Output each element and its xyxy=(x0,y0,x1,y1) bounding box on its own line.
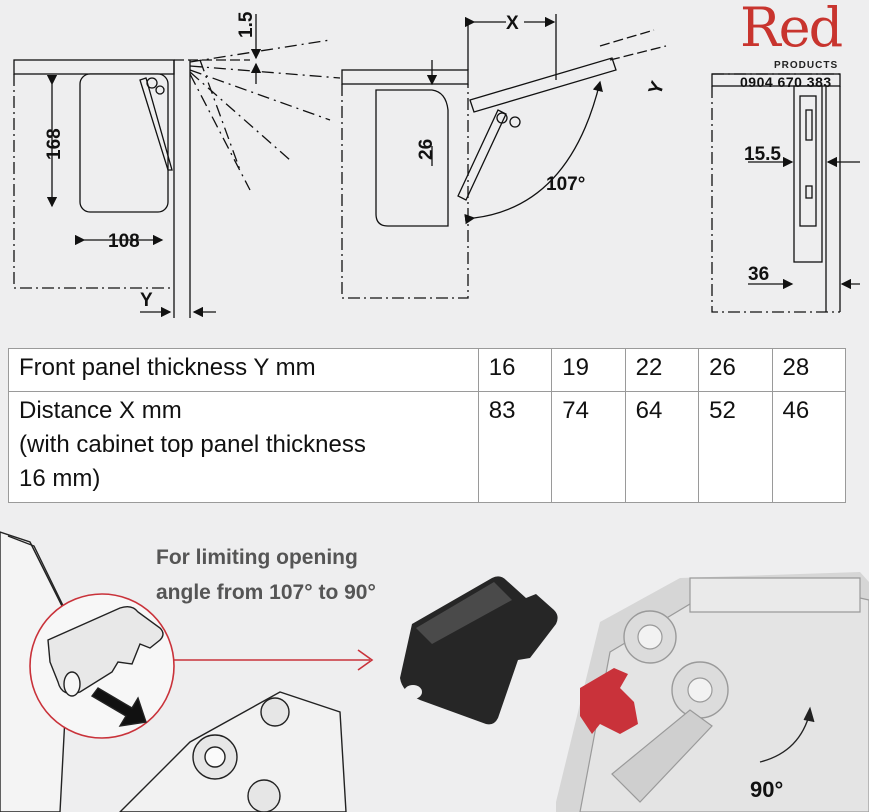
stop-part-black xyxy=(400,576,558,725)
table-cell: 46 xyxy=(771,391,847,503)
table-cell: 64 xyxy=(624,391,700,503)
table-row: Distance X mm (with cabinet top panel th… xyxy=(8,391,847,503)
red-products-logo: Red PRODUCTS 0904 670 383 xyxy=(738,0,863,94)
stop-part-small xyxy=(47,605,164,727)
table-cell: 28 xyxy=(771,348,847,392)
pointer-arrowhead xyxy=(357,649,374,671)
row-label-line: Distance X mm xyxy=(19,397,182,424)
table-cell: 16 xyxy=(477,348,553,392)
table-cell: 26 xyxy=(698,348,773,392)
hinge-closeup-right xyxy=(556,572,869,812)
side-view-drawing xyxy=(13,14,341,318)
table-cell: 52 xyxy=(698,391,773,503)
spec-table: Front panel thickness Y mm 16 19 22 26 2… xyxy=(8,348,847,503)
note-line-1: For limiting opening xyxy=(156,546,358,569)
dim-y-left: Y xyxy=(140,290,153,311)
logo-phone: 0904 670 383 xyxy=(740,74,832,90)
dim-168: 168 xyxy=(44,128,65,160)
dim-26: 26 xyxy=(416,139,437,160)
logo-brand: Red xyxy=(740,0,843,59)
front-view-drawing xyxy=(711,73,860,313)
row-label-thickness: Front panel thickness Y mm xyxy=(8,348,479,392)
dim-x: X xyxy=(506,13,519,34)
table-cell: 19 xyxy=(551,348,626,392)
table-row: Front panel thickness Y mm 16 19 22 26 2… xyxy=(8,348,847,392)
accessory-illustration: 90° xyxy=(0,531,869,812)
dim-angle: 107° xyxy=(546,174,585,195)
table-cell: 22 xyxy=(624,348,700,392)
dim-15-5: 15.5 xyxy=(744,144,781,165)
logo-subtitle: PRODUCTS xyxy=(774,60,839,71)
photo-angle-label: 90° xyxy=(750,777,783,802)
row-label-distance: Distance X mm (with cabinet top panel th… xyxy=(8,391,479,503)
limiter-note: For limiting opening angle from 107° to … xyxy=(156,540,376,610)
technical-drawing: 1.5 168 108 Y X Y 26 107° xyxy=(13,11,860,318)
dim-36: 36 xyxy=(748,264,769,285)
open-flap-drawing xyxy=(341,14,667,299)
table-cell: 74 xyxy=(551,391,626,503)
dim-1-5: 1.5 xyxy=(236,11,257,38)
dim-108: 108 xyxy=(108,231,140,252)
note-line-2: angle from 107° to 90° xyxy=(156,581,376,604)
dim-y-mid: Y xyxy=(645,78,669,97)
row-label-line: 16 mm) xyxy=(19,465,101,492)
table-cell: 83 xyxy=(477,391,553,503)
row-label-line: (with cabinet top panel thickness xyxy=(19,431,366,458)
